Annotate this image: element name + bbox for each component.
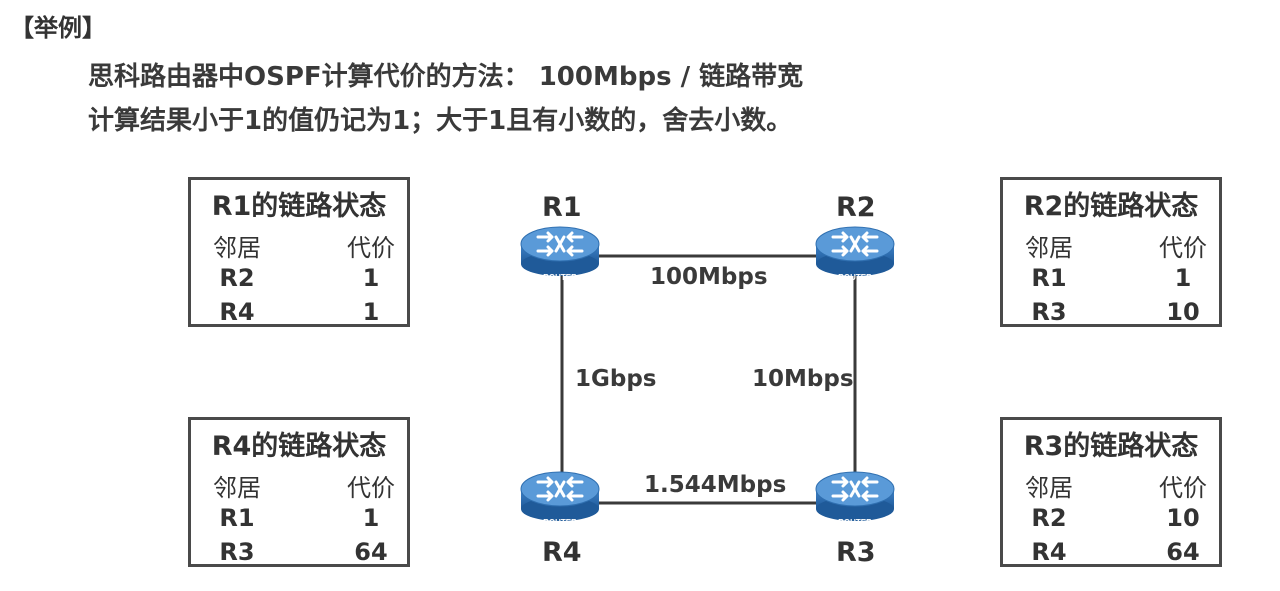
neighbor-header: 邻居 xyxy=(213,474,261,502)
r2-link-state-table: R2的链路状态 邻居 代价 R1 1 R3 10 xyxy=(1000,177,1222,327)
router-label-r3: R3 xyxy=(836,537,876,568)
table-row: R4 1 xyxy=(191,298,407,332)
neighbor-cell: R3 xyxy=(1031,298,1067,326)
router-badge: ROUTER xyxy=(838,518,872,527)
table-title: R2的链路状态 xyxy=(1023,191,1199,222)
cost-header: 代价 xyxy=(1159,474,1207,502)
neighbor-header: 邻居 xyxy=(213,234,261,262)
bandwidth-label-r4-r1: 1Gbps xyxy=(575,366,657,392)
cost-header: 代价 xyxy=(1159,234,1207,262)
table-row: R3 64 xyxy=(191,538,407,572)
table-row: R3 10 xyxy=(1003,298,1219,332)
cost-cell: 1 xyxy=(362,264,380,292)
cost-cell: 1 xyxy=(362,298,380,326)
table-title: R1的链路状态 xyxy=(211,191,387,222)
r3-link-state-table: R3的链路状态 邻居 代价 R2 10 R4 64 xyxy=(1000,417,1222,567)
router-label-r4: R4 xyxy=(542,537,582,568)
table-row: R2 10 xyxy=(1003,504,1219,538)
cost-cell: 10 xyxy=(1166,504,1200,532)
cost-header: 代价 xyxy=(347,474,395,502)
table-title: R3的链路状态 xyxy=(1023,431,1199,462)
router-badge: ROUTER xyxy=(838,273,872,282)
cost-header: 代价 xyxy=(347,234,395,262)
cost-cell: 10 xyxy=(1166,298,1200,326)
table-header: 邻居 代价 xyxy=(1003,228,1219,262)
table-row: R1 1 xyxy=(1003,264,1219,298)
neighbor-cell: R2 xyxy=(219,264,255,292)
bandwidth-label-r3-r4: 1.544Mbps xyxy=(644,472,787,498)
router-badge: ROUTER xyxy=(543,518,577,527)
cost-cell: 1 xyxy=(1174,264,1192,292)
neighbor-header: 邻居 xyxy=(1025,234,1073,262)
neighbor-cell: R4 xyxy=(219,298,255,326)
r4-link-state-table: R4的链路状态 邻居 代价 R1 1 R3 64 xyxy=(188,417,410,567)
bandwidth-label-r2-r3: 10Mbps xyxy=(752,366,854,392)
example-tag: 【举例】 xyxy=(10,14,106,42)
bandwidth-label-r1-r2: 100Mbps xyxy=(650,264,768,290)
neighbor-cell: R4 xyxy=(1031,538,1067,566)
neighbor-cell: R2 xyxy=(1031,504,1067,532)
table-row: R4 64 xyxy=(1003,538,1219,572)
table-row: R2 1 xyxy=(191,264,407,298)
neighbor-header: 邻居 xyxy=(1025,474,1073,502)
cost-formula-text: 思科路由器中OSPF计算代价的方法： 100Mbps / 链路带宽 xyxy=(88,62,804,92)
router-icon: ROUTER xyxy=(519,470,601,527)
router-badge: ROUTER xyxy=(543,273,577,282)
neighbor-cell: R1 xyxy=(1031,264,1067,292)
table-title: R4的链路状态 xyxy=(211,431,387,462)
table-header: 邻居 代价 xyxy=(191,468,407,502)
cost-cell: 64 xyxy=(1166,538,1200,566)
cost-cell: 1 xyxy=(362,504,380,532)
router-icon: ROUTER xyxy=(814,225,896,282)
table-row: R1 1 xyxy=(191,504,407,538)
r1-link-state-table: R1的链路状态 邻居 代价 R2 1 R4 1 xyxy=(188,177,410,327)
cost-cell: 64 xyxy=(354,538,388,566)
router-label-r2: R2 xyxy=(836,192,876,223)
table-header: 邻居 代价 xyxy=(1003,468,1219,502)
router-icon: ROUTER xyxy=(519,225,601,282)
rounding-rule-text: 计算结果小于1的值仍记为1；大于1且有小数的，舍去小数。 xyxy=(88,106,793,136)
router-label-r1: R1 xyxy=(542,192,582,223)
table-header: 邻居 代价 xyxy=(191,228,407,262)
neighbor-cell: R1 xyxy=(219,504,255,532)
router-icon: ROUTER xyxy=(814,470,896,527)
neighbor-cell: R3 xyxy=(219,538,255,566)
